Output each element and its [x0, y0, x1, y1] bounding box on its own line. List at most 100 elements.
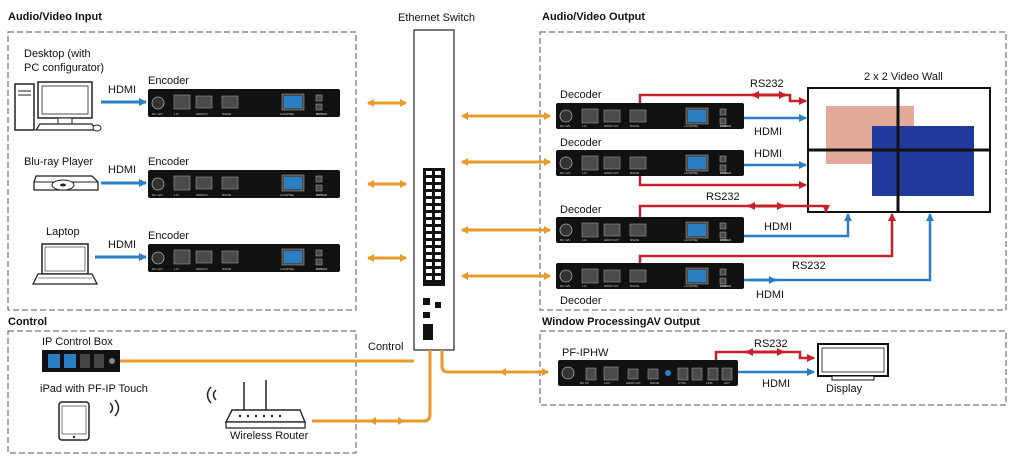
- rs232-label-display: RS232: [754, 338, 788, 350]
- port-connector: [629, 109, 647, 123]
- port-silkscreen-label: RS232: [222, 267, 232, 271]
- hdmi-label-out-2: HDMI: [754, 148, 782, 160]
- encoder-label-2: Encoder: [148, 156, 189, 168]
- bluray-player-icon: [33, 175, 99, 191]
- switch-port: [435, 213, 441, 217]
- ip-control-box-device: [42, 350, 120, 372]
- wifi-signal-icon-ipad: [109, 399, 120, 417]
- port-silkscreen-label: POWER: [720, 171, 732, 175]
- port-connector: [719, 108, 727, 116]
- rs232-label-1: RS232: [750, 78, 784, 90]
- port-connector: [719, 222, 727, 230]
- hdmi-link-decoder-3: [744, 213, 852, 238]
- port-silkscreen-label: LAN: [604, 381, 610, 385]
- port-connector: [719, 268, 727, 276]
- port-connector: [603, 109, 621, 123]
- port-silkscreen-label: LINK: [720, 284, 727, 288]
- port-silkscreen-label: POWER: [720, 284, 732, 288]
- switch-port: [426, 171, 432, 175]
- port-silkscreen-label: HDMI OUT: [626, 381, 641, 385]
- port-connector: [221, 250, 239, 264]
- port-connector: [585, 367, 597, 381]
- laptop-icon: [31, 243, 99, 285]
- port-silkscreen-label: DC 12V: [152, 112, 163, 116]
- port-connector: [173, 175, 191, 191]
- rs232-link-decoder-4: [638, 213, 896, 263]
- desktop-computer-icon: [14, 81, 102, 132]
- av-input-border: [7, 31, 357, 311]
- port-silkscreen-label: LAN(POE): [280, 112, 294, 116]
- hdmi-link-decoder-4: [744, 213, 934, 282]
- port-silkscreen-label: RS232: [650, 381, 660, 385]
- switch-port: [435, 269, 441, 273]
- port-connector: [647, 368, 659, 380]
- rs232-label-4: RS232: [792, 260, 826, 272]
- port-silkscreen-label: DC 12V: [560, 171, 571, 175]
- port-silkscreen-label: POWER: [720, 124, 732, 128]
- port-connector: [677, 367, 689, 381]
- av-output-title: Audio/Video Output: [542, 11, 645, 23]
- lan-port-icon: [688, 224, 706, 236]
- lan-port-icon: [284, 96, 302, 108]
- port-connector: [629, 269, 647, 283]
- power-jack-icon: [561, 366, 575, 380]
- switch-port: [426, 206, 432, 210]
- port-connector: [719, 231, 727, 239]
- hdmi-label-out-3: HDMI: [764, 221, 792, 233]
- port-silkscreen-label: DC 12V: [152, 267, 163, 271]
- encoder-label-3: Encoder: [148, 230, 189, 242]
- switch-port: [435, 185, 441, 189]
- port-silkscreen-label: DC 12V: [560, 238, 571, 242]
- switch-port: [435, 234, 441, 238]
- port-silkscreen-label: LAN(POE): [684, 124, 698, 128]
- port-connector: [581, 108, 599, 124]
- switch-port: [426, 178, 432, 182]
- switch-port: [426, 213, 432, 217]
- ip-control-box-label: IP Control Box: [42, 336, 113, 348]
- port-connector: [629, 156, 647, 170]
- rs232-link-decoder-3: [638, 204, 830, 217]
- port-silkscreen-label: L R: [174, 267, 179, 271]
- lan-port-icon: [688, 110, 706, 122]
- port-connector: [173, 94, 191, 110]
- ipad-icon: [58, 401, 90, 441]
- switch-port: [435, 171, 441, 175]
- port-silkscreen-label: L R: [174, 193, 179, 197]
- port-silkscreen-label: SYNC: [678, 381, 687, 385]
- port-connector: [629, 223, 647, 237]
- port-silkscreen-label: LAN(POE): [684, 171, 698, 175]
- lan-port-icon: [284, 177, 302, 189]
- status-led-icon: [665, 370, 671, 376]
- hdmi-label-bluray: HDMI: [108, 164, 136, 176]
- port-connector: [315, 94, 323, 102]
- switch-port: [435, 241, 441, 245]
- port-silkscreen-label: LINK: [720, 238, 727, 242]
- port-silkscreen-label: LAN(POE): [684, 284, 698, 288]
- switch-port: [426, 248, 432, 252]
- port-connector: [627, 368, 639, 380]
- hdmi-label-out-4: HDMI: [756, 289, 784, 301]
- port-connector: [581, 222, 599, 238]
- switch-port: [426, 241, 432, 245]
- decoder-label-4: Decoder: [560, 295, 602, 307]
- port-silkscreen-label: RS232: [630, 238, 640, 242]
- encoder-label-1: Encoder: [148, 75, 189, 87]
- port-silkscreen-label: DC 5V: [580, 381, 589, 385]
- video-wall-label: 2 x 2 Video Wall: [864, 71, 943, 83]
- lan-port-icon: [284, 251, 302, 263]
- switch-port: [435, 178, 441, 182]
- lan-port-icon: [688, 270, 706, 282]
- power-jack-icon: [559, 109, 573, 123]
- control-signal-label: Control: [368, 341, 403, 353]
- port-silkscreen-label: POWER: [316, 267, 328, 271]
- port-silkscreen-label: LINK: [720, 171, 727, 175]
- hdmi-label-desktop: HDMI: [108, 84, 136, 96]
- port-connector: [719, 164, 727, 172]
- switch-port-panel: [423, 168, 445, 286]
- rs232-link-decoder-2: [638, 176, 807, 189]
- av-output-border: [539, 31, 1007, 311]
- display-icon: [817, 343, 889, 381]
- port-connector: [691, 367, 703, 381]
